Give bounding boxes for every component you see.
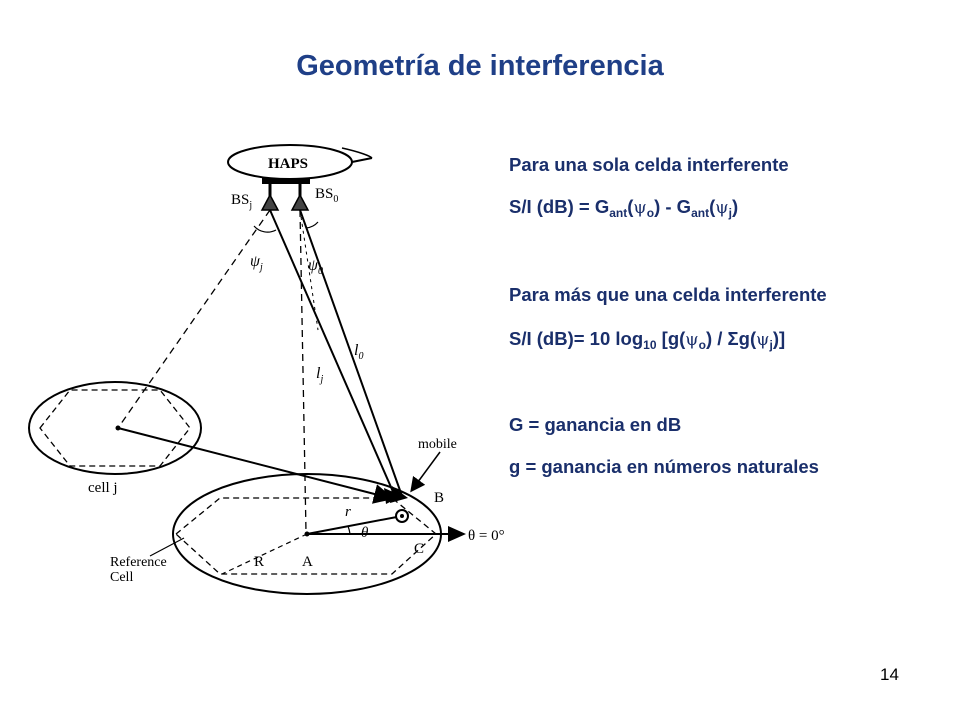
lj-label: lj xyxy=(316,365,323,385)
theta-label: θ xyxy=(361,525,369,541)
bs-j-antenna xyxy=(260,184,280,211)
definition-G: G = ganancia en dB xyxy=(509,414,682,435)
psi-j-label: ψj xyxy=(250,253,263,273)
reference-cell-label-2: Cell xyxy=(110,570,133,585)
point-C-label: C xyxy=(414,541,424,557)
cell-j xyxy=(28,381,202,475)
multi-cell-formula: S/I (dB)= 10 log10 [g(ψo) / Σg(ψj)] xyxy=(509,328,786,352)
bs-j-dashed-line xyxy=(117,209,271,429)
reference-cell-label-1: Reference xyxy=(110,555,167,570)
psi-j-arc xyxy=(253,225,277,233)
bs-0-label: BS0 xyxy=(315,186,338,205)
l0-label: l0 xyxy=(354,342,363,362)
haps-label: HAPS xyxy=(268,156,308,172)
R-line xyxy=(221,533,308,575)
single-cell-heading: Para una sola celda interferente xyxy=(509,154,789,175)
multi-cell-heading: Para más que una celda interferente xyxy=(509,284,827,305)
theta-zero-label: θ = 0° xyxy=(468,528,505,544)
interference-arrow xyxy=(117,427,394,504)
slide-title: Geometría de interferencia xyxy=(296,50,664,82)
bs-0-dashed-line xyxy=(299,209,307,533)
point-B-label: B xyxy=(434,490,444,506)
mobile-unit xyxy=(384,486,409,523)
psi-0-arc xyxy=(305,221,319,229)
point-R-label: R xyxy=(254,554,264,570)
definition-g: g = ganancia en números naturales xyxy=(509,456,819,477)
single-cell-formula: S/I (dB) = Gant(ψo) - Gant(ψj) xyxy=(509,196,739,220)
psi-0-label: ψ0 xyxy=(308,257,323,277)
r-label: r xyxy=(345,504,351,520)
r-line xyxy=(306,515,403,535)
l0-line xyxy=(299,209,403,497)
haps-platform: HAPS xyxy=(227,144,373,184)
page-number: 14 xyxy=(880,665,899,684)
bs-0-antenna xyxy=(290,184,310,211)
point-A-label: A xyxy=(302,554,313,570)
lj-line xyxy=(269,209,395,495)
bs-j-label: BSj xyxy=(231,192,252,211)
cell-j-label: cell j xyxy=(88,480,118,496)
mobile-label: mobile xyxy=(418,437,457,452)
